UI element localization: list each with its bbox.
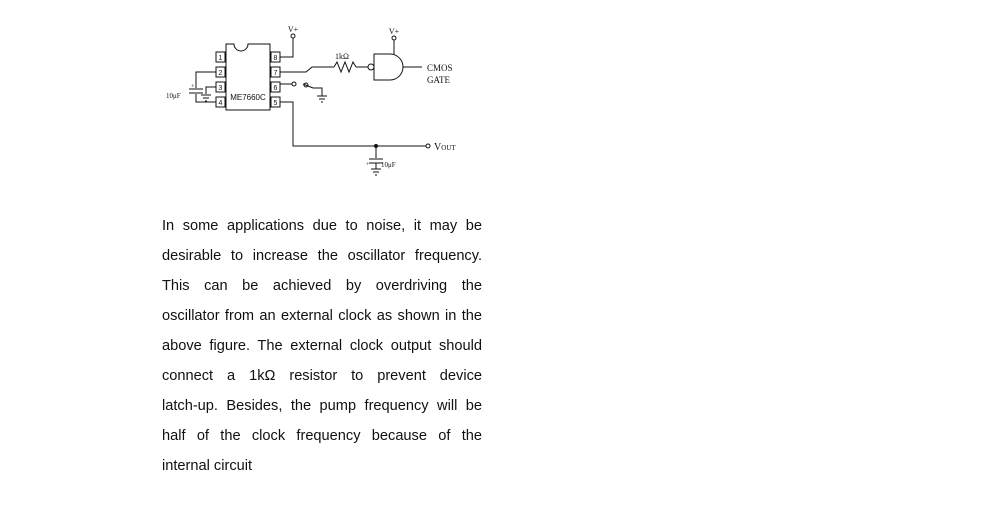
- wire-pin8-vplus: [280, 38, 294, 58]
- pin-number: 2: [219, 70, 223, 77]
- wire-pin5-vout: [280, 101, 426, 147]
- wire-pin2-cap: [195, 71, 216, 88]
- chip-label: ME7660C: [230, 93, 266, 102]
- paragraph-line: connect a 1kΩ resistor to prevent device: [162, 368, 482, 384]
- cap-left-label: 10μF: [166, 92, 181, 100]
- paragraph-line: oscillator from an external clock as sho…: [162, 308, 482, 324]
- gate-label-line1: CMOS: [427, 63, 453, 73]
- wire-pin3-ground: [205, 86, 216, 94]
- chip-body: [225, 43, 271, 111]
- paragraph-line: latch-up. Besides, the pump frequency wi…: [162, 398, 482, 414]
- resistor-label: 1kΩ: [335, 52, 349, 61]
- plus-sign-left: +: [191, 84, 195, 90]
- gate-bubble: [367, 63, 375, 71]
- pin-box-1: [215, 51, 226, 63]
- cap-bottom-label: 10μF: [381, 161, 396, 169]
- pin-number: 1: [219, 55, 223, 62]
- vplus-terminal-2: [391, 35, 397, 41]
- pin-number: 6: [274, 85, 278, 92]
- resistor-zigzag: [333, 60, 357, 74]
- wire-pin7: [280, 66, 334, 73]
- pin-number: 8: [274, 55, 278, 62]
- nand-gate: [373, 53, 404, 81]
- paragraph-line: desirable to increase the oscillator fre…: [162, 248, 482, 264]
- paragraph-line: internal circuit: [162, 458, 253, 474]
- pin-number: 4: [219, 100, 223, 107]
- plus-sign-bottom: +: [366, 162, 370, 168]
- paragraph-line: In some applications due to noise, it ma…: [162, 218, 482, 234]
- switch-node-b: [303, 82, 309, 88]
- pin-number: 5: [274, 100, 278, 107]
- vout-terminal: [425, 143, 431, 149]
- gate-label-line2: GATE: [427, 75, 450, 85]
- paragraph-line: This can be achieved by overdriving the: [162, 278, 482, 294]
- vplus-label-2: V+: [389, 27, 400, 36]
- switch-to-ground: [313, 87, 323, 96]
- vplus-label-1: V+: [288, 25, 299, 34]
- pin-number: 7: [274, 70, 278, 77]
- paragraph-line: half of the clock frequency because of t…: [162, 428, 482, 444]
- wire-pin4-cap: [195, 94, 216, 103]
- circuit-diagram: 1 2 3 4 8 7 6 5 ME7660C V+ V+ 1kΩ CMOS G…: [166, 25, 456, 176]
- pin-box-6: [270, 81, 281, 93]
- switch-node-a: [291, 81, 297, 87]
- vout-label-sub: OUT: [441, 144, 456, 152]
- vplus-terminal-1: [290, 33, 296, 39]
- description-paragraph: In some applications due to noise, it ma…: [162, 211, 482, 481]
- pin-number: 3: [219, 85, 223, 92]
- junction-dot: [374, 144, 378, 148]
- paragraph-line: above figure. The external clock output …: [162, 338, 482, 354]
- vout-label-main: V: [434, 142, 442, 153]
- vout-label: VOUT: [434, 142, 456, 153]
